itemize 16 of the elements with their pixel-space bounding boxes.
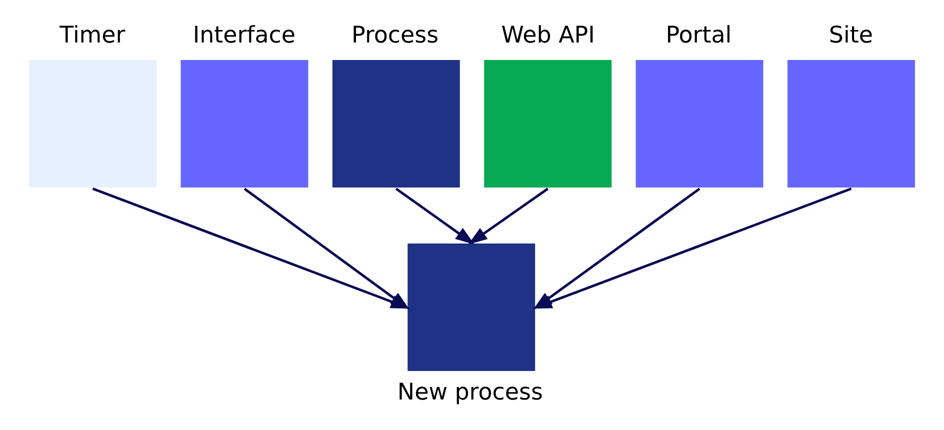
arrow: [468, 187, 549, 244]
node-box: [408, 243, 536, 370]
node-label: New process: [397, 379, 543, 406]
node-label: Site: [828, 22, 873, 48]
node-label: Interface: [192, 22, 296, 48]
node-box: [180, 60, 308, 187]
node-label: Timer: [60, 22, 126, 48]
node-label: Web API: [501, 22, 595, 48]
node-box: [29, 60, 157, 187]
node-box: [636, 60, 764, 187]
arrow: [395, 187, 474, 244]
node-box: [484, 60, 612, 187]
node-label: Process: [352, 22, 439, 48]
node-box: [787, 60, 915, 187]
node-box: [332, 60, 460, 187]
node-label: Portal: [666, 22, 732, 48]
